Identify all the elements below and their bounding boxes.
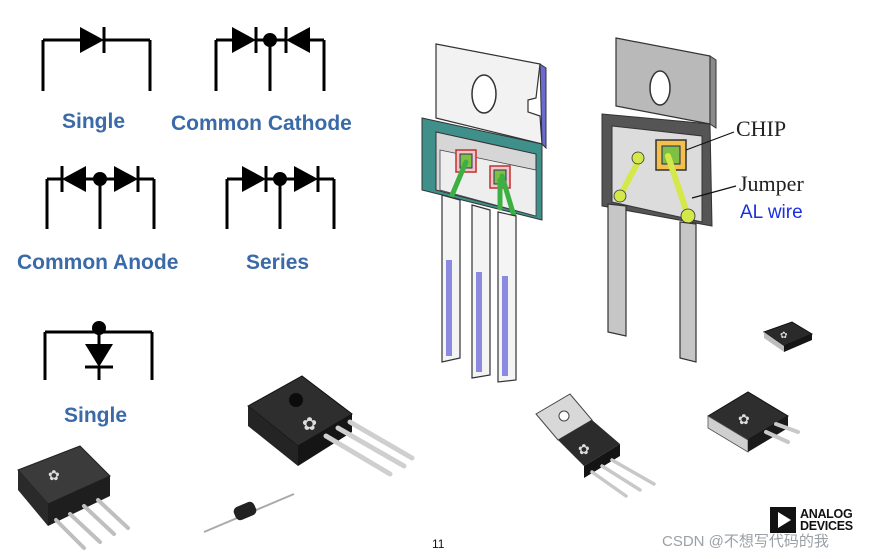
- package-axial-diode: [203, 493, 295, 533]
- logo-line1: ANALOG: [800, 507, 853, 521]
- analog-devices-logo: ANALOG DEVICES: [770, 507, 865, 537]
- diode-single-vertical-symbol: [43, 321, 154, 380]
- logo-line2: DEVICES: [800, 519, 853, 533]
- package-smd-small: ✿: [762, 321, 814, 352]
- diode-single-symbol: [41, 27, 152, 91]
- label-series: Series: [246, 251, 310, 274]
- svg-text:✿: ✿: [302, 414, 317, 435]
- svg-text:✿: ✿: [48, 468, 60, 484]
- page-number: 11: [432, 537, 445, 551]
- package-to220: ✿: [535, 393, 656, 498]
- label-single-vertical: Single: [64, 404, 128, 427]
- diode-common-cathode-symbol: [214, 27, 326, 91]
- svg-text:✿: ✿: [780, 331, 788, 341]
- package-d2pak: ✿: [707, 391, 800, 453]
- package-to247: ✿: [247, 375, 415, 477]
- package-bridge-4-lead: ✿: [17, 445, 130, 550]
- watermark: CSDN @不想写代码的我: [662, 533, 829, 550]
- callout-al-wire: AL wire: [740, 202, 803, 223]
- diode-common-anode-symbol: [45, 166, 156, 229]
- callout-chip: CHIP: [736, 116, 787, 141]
- callout-jumper: Jumper: [739, 171, 804, 196]
- to220-cutaway-2-lead: [601, 37, 737, 363]
- svg-text:✿: ✿: [738, 412, 750, 428]
- svg-text:✿: ✿: [578, 442, 590, 458]
- label-single: Single: [62, 110, 126, 133]
- diode-series-symbol: [225, 166, 336, 229]
- label-common-cathode: Common Cathode: [171, 112, 352, 135]
- label-common-anode: Common Anode: [17, 251, 179, 274]
- to220-cutaway-3-lead: [421, 43, 547, 383]
- logo-triangle-icon: [770, 507, 796, 533]
